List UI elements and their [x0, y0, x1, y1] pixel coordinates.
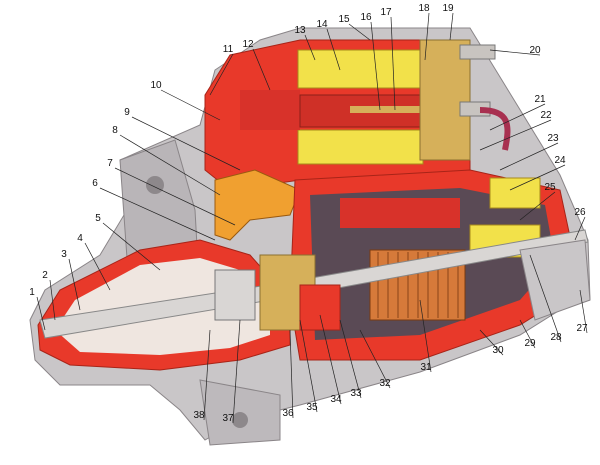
planetary-gear — [299, 284, 341, 331]
leader-line — [348, 23, 371, 41]
leader-line — [479, 119, 552, 151]
leader-line — [574, 216, 586, 241]
leader-line — [449, 12, 454, 41]
part-label-20: 20 — [529, 45, 541, 56]
part-label-35: 35 — [306, 402, 318, 413]
leader-line — [319, 314, 342, 405]
leader-line — [326, 28, 341, 71]
leader-line — [370, 21, 381, 111]
leader-line — [479, 329, 504, 356]
part-label-37: 37 — [222, 413, 234, 424]
part-label-13: 13 — [294, 25, 306, 36]
part-label-16: 16 — [360, 12, 372, 23]
solenoid-coil-upper — [297, 49, 424, 89]
part-label-25: 25 — [544, 182, 556, 193]
solenoid-coil-lower — [297, 129, 424, 165]
part-label-34: 34 — [330, 394, 342, 405]
leader-line — [36, 296, 46, 331]
leader-line — [304, 34, 316, 61]
part-label-9: 9 — [124, 107, 130, 118]
part-label-24: 24 — [554, 155, 566, 166]
part-label-10: 10 — [150, 80, 162, 91]
leader-line — [390, 16, 396, 111]
leader-line — [232, 319, 241, 424]
leader-line — [252, 48, 271, 91]
leader-line — [529, 254, 562, 343]
part-label-28: 28 — [550, 332, 562, 343]
leader-line — [509, 164, 566, 191]
part-label-38: 38 — [193, 410, 205, 421]
brush-holder — [489, 177, 541, 209]
part-label-5: 5 — [95, 213, 101, 224]
leader-line — [339, 319, 362, 399]
leader-line — [131, 116, 241, 171]
leader-line — [84, 242, 111, 291]
leader-line — [68, 258, 81, 311]
drive-fork — [214, 169, 301, 241]
leader-line — [299, 319, 318, 413]
part-label-33: 33 — [350, 388, 362, 399]
leader-line — [119, 134, 221, 196]
leader-line — [489, 49, 541, 56]
leader-line — [489, 103, 546, 131]
leader-line — [359, 329, 391, 389]
leader-line — [114, 167, 236, 226]
flange-bolt-hole — [146, 176, 164, 194]
part-label-22: 22 — [540, 110, 552, 121]
foot-bolt-hole — [232, 412, 248, 428]
field-lead-wire — [479, 107, 511, 151]
leader-line — [579, 289, 588, 334]
part-label-29: 29 — [524, 338, 536, 349]
part-label-7: 7 — [107, 158, 113, 169]
part-label-8: 8 — [112, 125, 118, 136]
part-label-36: 36 — [282, 408, 294, 419]
part-label-15: 15 — [338, 14, 350, 25]
part-label-12: 12 — [242, 39, 254, 50]
leader-line — [519, 191, 556, 221]
part-label-31: 31 — [420, 362, 432, 373]
leader-line — [99, 187, 216, 241]
leader-line — [160, 89, 221, 121]
part-label-23: 23 — [547, 133, 559, 144]
part-label-2: 2 — [42, 270, 48, 281]
part-label-4: 4 — [77, 233, 83, 244]
leader-line — [419, 299, 432, 373]
leader-line — [209, 53, 234, 96]
leader-line — [102, 222, 161, 271]
part-label-32: 32 — [379, 378, 391, 389]
part-label-14: 14 — [316, 19, 328, 30]
part-label-3: 3 — [61, 249, 67, 260]
leader-line — [499, 142, 559, 171]
leader-line — [203, 329, 211, 421]
leader-line — [49, 279, 56, 321]
part-label-19: 19 — [442, 3, 454, 14]
part-label-21: 21 — [534, 94, 546, 105]
leader-line — [424, 12, 430, 61]
contact-block — [419, 39, 471, 161]
leader-line — [289, 329, 294, 419]
part-label-27: 27 — [576, 323, 588, 334]
leader-line — [519, 319, 536, 349]
pinion-gear — [214, 269, 256, 321]
part-label-30: 30 — [492, 345, 504, 356]
part-label-1: 1 — [29, 287, 35, 298]
end-cap — [519, 239, 591, 321]
field-pole-upper — [340, 198, 460, 228]
terminal-stud-upper — [459, 44, 496, 60]
part-label-17: 17 — [380, 7, 392, 18]
part-label-18: 18 — [418, 3, 430, 14]
part-label-11: 11 — [223, 44, 234, 55]
part-label-26: 26 — [574, 207, 586, 218]
solenoid-core — [240, 90, 300, 130]
part-label-6: 6 — [92, 178, 98, 189]
